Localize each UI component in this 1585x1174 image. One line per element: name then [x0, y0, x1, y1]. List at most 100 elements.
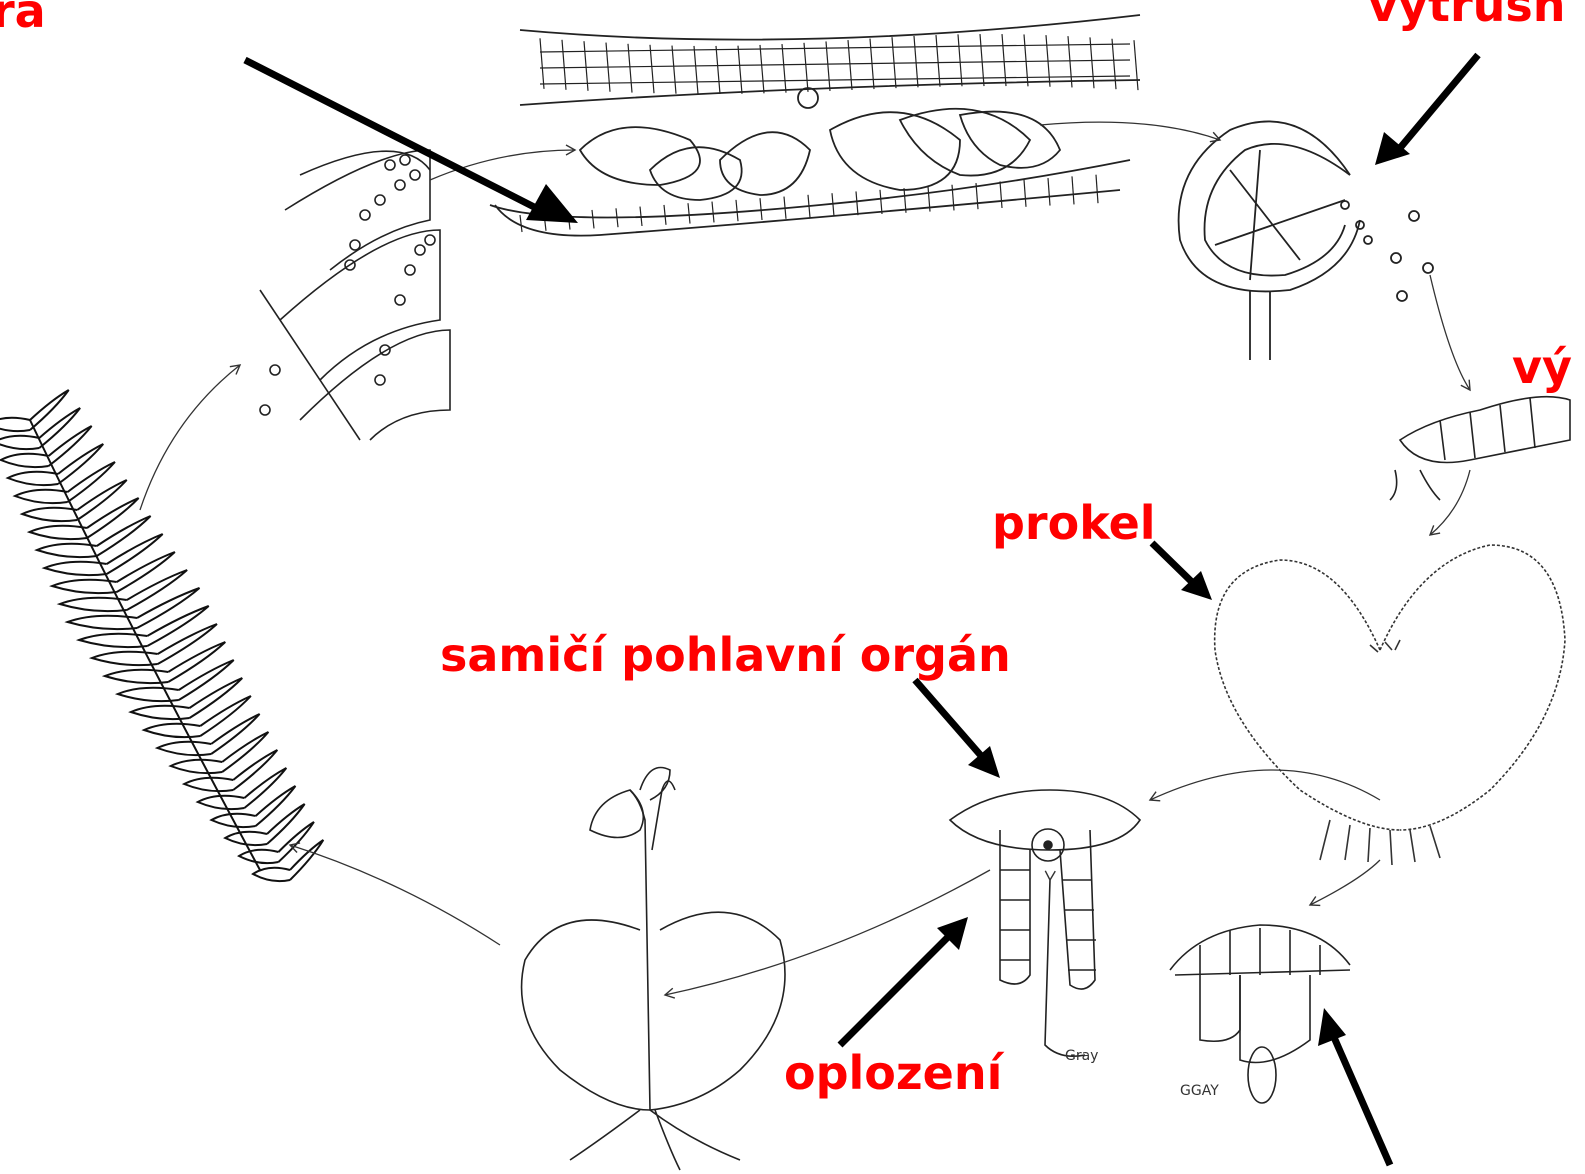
cell-wall [664, 205, 666, 225]
frond-pinna-right [68, 462, 115, 502]
frond-pinna-left [239, 850, 278, 863]
frond-pinna-left [37, 544, 97, 557]
cell-wall [738, 46, 742, 94]
fern-frond-drawing [0, 390, 323, 881]
sorus-dot [400, 155, 410, 165]
sorus-dot [410, 170, 420, 180]
cell-wall [520, 215, 522, 232]
frond-pinna-left [144, 724, 200, 737]
frond-pinna-left [171, 760, 222, 773]
cell-wall [688, 203, 690, 223]
cell-wall [914, 36, 918, 87]
cell-row [540, 76, 1130, 84]
cell-wall [760, 198, 762, 220]
frond-pinna-left [15, 490, 68, 503]
pointer-arrow-female-organ [915, 680, 1000, 778]
frond-pinna-right [58, 444, 103, 484]
frond-pinna-left [52, 580, 117, 593]
frond-pinna-left [0, 418, 30, 431]
cell-wall [804, 43, 808, 92]
cell-wall [856, 191, 858, 215]
frond-pinna-left [157, 742, 211, 755]
male-organ-drawing: GGAY [1170, 925, 1350, 1103]
cell-wall [672, 46, 676, 94]
frond-pinna-left [1, 454, 49, 467]
frond-pinna-left [30, 526, 87, 539]
life-cycle-flow-arrows [140, 122, 1470, 995]
cell-wall [1134, 40, 1138, 90]
cell-wall [1096, 175, 1098, 204]
cell-wall [1068, 36, 1072, 87]
cell-wall [1072, 176, 1074, 204]
frond-pinna-right [158, 624, 217, 664]
frond-pinna-right [147, 606, 208, 646]
sorus-dot [260, 405, 270, 415]
sorus-dot [350, 240, 360, 250]
frond-pinna-left [44, 562, 106, 575]
cell-wall [880, 190, 882, 214]
frond-pinna-right [137, 588, 199, 628]
frond-pinna-left [22, 508, 77, 521]
cell-wall [650, 45, 654, 93]
cell-wall [1024, 180, 1026, 207]
young-sporophyte-drawing [522, 768, 785, 1171]
germinating-spore-drawing [1390, 397, 1570, 500]
sorus-dot [395, 295, 405, 305]
cell-wall [1048, 178, 1050, 206]
sorus-dot [385, 160, 395, 170]
cell-wall [1024, 34, 1028, 86]
sorus-dot [425, 235, 435, 245]
cell-wall [694, 46, 698, 94]
label-top-left: ra [0, 0, 46, 34]
sorus-dot [380, 345, 390, 355]
tissue-cells [520, 34, 1138, 232]
embryo-signature: GGAY [1180, 1083, 1219, 1099]
label-sporangium: výtrusn [1368, 0, 1566, 28]
archegonium-signature: Gray [1065, 1048, 1098, 1064]
frond-pinna-left [8, 472, 58, 485]
sori-dots [260, 155, 435, 415]
cell-wall [592, 210, 594, 228]
cell-wall [952, 185, 954, 211]
sorus-dot [375, 375, 385, 385]
pointer-arrow-sporangium [1375, 55, 1478, 165]
frond-pinna-right [168, 642, 225, 682]
frond-rachis [30, 420, 260, 870]
frond-pinna-right [49, 426, 92, 466]
sorus-dot [270, 365, 280, 375]
frond-pinna-left [131, 706, 190, 719]
frond-pinna-left [253, 868, 290, 881]
sorus-dot [405, 265, 415, 275]
cell-wall [832, 193, 834, 216]
archegonium-drawing: Gray [950, 790, 1140, 1064]
pointer-arrow-prokel [1152, 543, 1212, 600]
frond-pinna-right [39, 408, 80, 448]
pointer-arrow-male-organ [1318, 1008, 1390, 1165]
cell-wall [1112, 39, 1116, 89]
cell-wall [540, 38, 544, 89]
cell-wall [782, 44, 786, 93]
label-prokel: prokel [992, 500, 1156, 546]
label-female-organ: samičí pohlavní orgán [440, 632, 1011, 678]
cell-wall [736, 200, 738, 221]
cell-wall [712, 202, 714, 223]
cell-wall [826, 41, 830, 91]
cell-wall [1000, 181, 1002, 208]
frond-pinna-left [184, 778, 233, 791]
cell-wall [562, 40, 566, 90]
cell-wall [716, 46, 720, 94]
frond-pinna-left [0, 436, 39, 449]
sorus-dot [395, 180, 405, 190]
sorus-dot [415, 245, 425, 255]
cell-row [540, 60, 1130, 68]
label-fertilization: oplození [784, 1050, 1002, 1096]
pointer-arrows [245, 55, 1478, 1165]
sori-leaf-section-drawing [260, 150, 450, 440]
frond-pinna-right [256, 786, 296, 826]
prothallus-drawing [1215, 545, 1565, 865]
pointer-arrow-fertilization [840, 917, 968, 1045]
frond-pinna-right [30, 390, 69, 430]
sorus-dot [375, 195, 385, 205]
pointer-arrow-stalk [245, 60, 578, 223]
